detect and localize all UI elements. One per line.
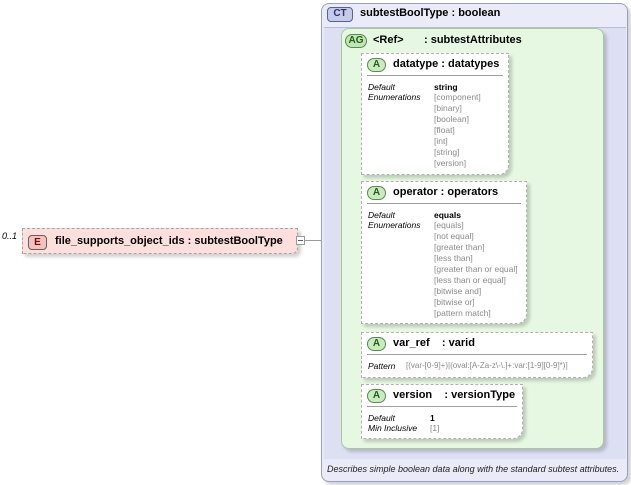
divider bbox=[367, 203, 521, 204]
element-multiplicity: 0..1 bbox=[2, 231, 18, 241]
enum-value: [greater than] bbox=[434, 242, 485, 252]
property-value: equals bbox=[434, 210, 461, 220]
attribute-name: var_ref : varid bbox=[393, 337, 475, 349]
property-label: Enumerations bbox=[368, 92, 421, 102]
divider bbox=[367, 406, 517, 407]
property-label: Min Inclusive bbox=[368, 423, 418, 433]
attribute-var-ref[interactable]: A var_ref : varid Pattern [(var-[0-9]+)|… bbox=[361, 332, 593, 378]
enum-value: [greater than or equal] bbox=[434, 264, 518, 274]
attribute-datatype[interactable]: A datatype : datatypes Default string En… bbox=[361, 53, 509, 175]
enum-value: [binary] bbox=[434, 103, 462, 113]
attribute-name: version : versionType bbox=[393, 389, 516, 401]
enum-value: [float] bbox=[434, 125, 455, 135]
attribute-name: datatype : datatypes bbox=[393, 58, 500, 70]
property-value: 1 bbox=[430, 413, 435, 423]
attribute-operator[interactable]: A operator : operators Default equals En… bbox=[361, 181, 527, 324]
enum-value: [pattern match] bbox=[434, 308, 491, 318]
complex-type-icon: CT bbox=[327, 7, 353, 22]
attribute-icon: A bbox=[367, 389, 386, 403]
complex-type-label: subtestBoolType : boolean bbox=[360, 7, 501, 19]
element-label: file_supports_object_ids : subtestBoolTy… bbox=[55, 235, 283, 247]
property-label: Default bbox=[368, 210, 395, 220]
enum-value: [version] bbox=[434, 158, 467, 168]
property-label: Enumerations bbox=[368, 220, 421, 230]
enum-value: [boolean] bbox=[434, 114, 469, 124]
property-value: string bbox=[434, 82, 458, 92]
property-value: [1] bbox=[430, 423, 440, 433]
attribute-group-ref: <Ref> bbox=[373, 34, 404, 46]
enum-value: [less than or equal] bbox=[434, 275, 506, 285]
attribute-icon: A bbox=[367, 58, 386, 72]
attribute-icon: A bbox=[367, 337, 386, 351]
enum-value: [less than] bbox=[434, 253, 473, 263]
divider bbox=[367, 354, 587, 355]
enum-value: [string] bbox=[434, 147, 460, 157]
property-label: Pattern bbox=[368, 361, 396, 371]
attribute-group-name: : subtestAttributes bbox=[424, 34, 522, 46]
attribute-name: operator : operators bbox=[393, 186, 499, 198]
complex-type-description: Describes simple boolean data along with… bbox=[327, 464, 620, 474]
attribute-version[interactable]: A version : versionType Default 1 Min In… bbox=[361, 384, 523, 439]
attribute-group-icon: AG bbox=[345, 34, 367, 48]
enum-value: [component] bbox=[434, 92, 481, 102]
divider bbox=[367, 75, 503, 76]
enum-value: [bitwise or] bbox=[434, 297, 475, 307]
property-label: Default bbox=[368, 413, 395, 423]
enum-value: [bitwise and] bbox=[434, 286, 482, 296]
enum-value: [int] bbox=[434, 136, 448, 146]
collapse-toggle-icon[interactable] bbox=[296, 236, 305, 245]
enum-value: [not equal] bbox=[434, 231, 474, 241]
element-icon: E bbox=[28, 235, 47, 250]
property-value: [(var-[0-9]+)|(oval:[A-Za-z\-\.]+:var:[1… bbox=[406, 361, 568, 370]
attribute-icon: A bbox=[367, 186, 386, 200]
element-box[interactable]: E file_supports_object_ids : subtestBool… bbox=[22, 228, 298, 254]
enum-value: [equals] bbox=[434, 220, 464, 230]
property-label: Default bbox=[368, 82, 395, 92]
